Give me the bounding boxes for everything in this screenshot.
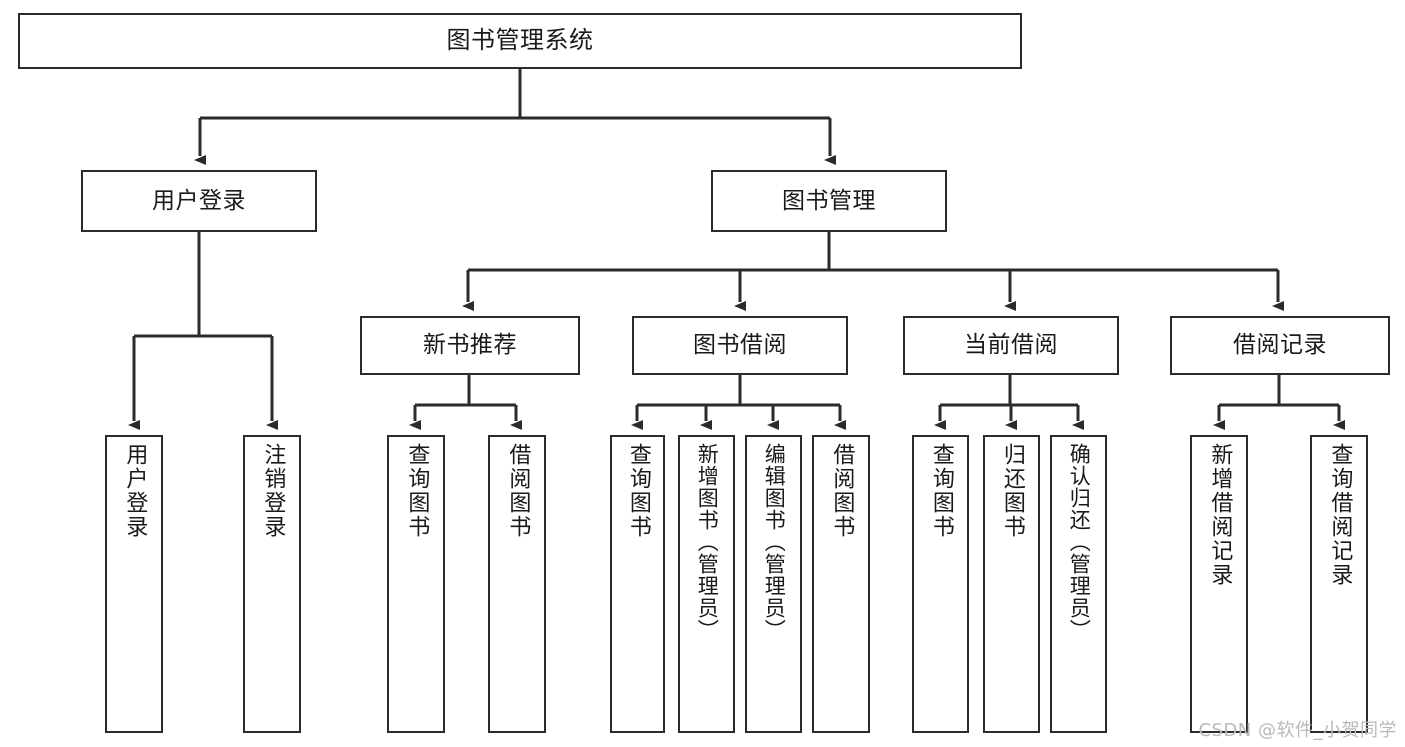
leaf-borrow-lend-book-label: 借阅图书 <box>829 443 855 539</box>
node-new-book-recommend[interactable]: 新书推荐 <box>360 316 580 375</box>
leaf-newbook-borrow-book-label: 借阅图书 <box>505 443 531 539</box>
node-current-borrow[interactable]: 当前借阅 <box>903 316 1119 375</box>
leaf-borrow-edit-book-admin-label: 编辑图书（管理员） <box>762 443 787 641</box>
leaf-user-logout-label: 注销登录 <box>260 443 286 539</box>
node-book-management-module[interactable]: 图书管理 <box>711 170 947 232</box>
node-book-management-module-label: 图书管理 <box>782 187 876 214</box>
leaf-user-logout[interactable]: 注销登录 <box>243 435 301 733</box>
leaf-borrow-add-book-admin[interactable]: 新增图书（管理员） <box>678 435 735 733</box>
leaf-borrow-lend-book[interactable]: 借阅图书 <box>812 435 870 733</box>
leaf-current-confirm-return-admin[interactable]: 确认归还（管理员） <box>1050 435 1107 733</box>
leaf-borrow-query-book-label: 查询图书 <box>625 443 651 539</box>
leaf-newbook-borrow-book[interactable]: 借阅图书 <box>488 435 546 733</box>
leaf-borrow-edit-book-admin[interactable]: 编辑图书（管理员） <box>745 435 802 733</box>
leaf-record-add-record-label: 新增借阅记录 <box>1207 443 1233 587</box>
leaf-borrow-query-book[interactable]: 查询图书 <box>610 435 665 733</box>
leaf-record-add-record[interactable]: 新增借阅记录 <box>1190 435 1248 733</box>
leaf-user-login-label: 用户登录 <box>122 443 148 539</box>
leaf-record-query-record-label: 查询借阅记录 <box>1327 443 1353 587</box>
node-borrow-record-label: 借阅记录 <box>1233 332 1327 359</box>
node-new-book-recommend-label: 新书推荐 <box>423 332 517 359</box>
leaf-current-query-book-label: 查询图书 <box>928 443 954 539</box>
leaf-current-query-book[interactable]: 查询图书 <box>912 435 969 733</box>
node-root[interactable]: 图书管理系统 <box>18 13 1022 69</box>
leaf-record-query-record[interactable]: 查询借阅记录 <box>1310 435 1368 733</box>
leaf-user-login[interactable]: 用户登录 <box>105 435 163 733</box>
node-borrow-record[interactable]: 借阅记录 <box>1170 316 1390 375</box>
leaf-current-confirm-return-admin-label: 确认归还（管理员） <box>1067 443 1092 641</box>
node-book-borrow-label: 图书借阅 <box>693 332 787 359</box>
leaf-newbook-query-book[interactable]: 查询图书 <box>387 435 445 733</box>
leaf-borrow-add-book-admin-label: 新增图书（管理员） <box>695 443 720 641</box>
node-book-borrow[interactable]: 图书借阅 <box>632 316 848 375</box>
node-root-label: 图书管理系统 <box>446 26 594 55</box>
node-user-login-module[interactable]: 用户登录 <box>81 170 317 232</box>
node-current-borrow-label: 当前借阅 <box>964 332 1058 359</box>
leaf-current-return-book[interactable]: 归还图书 <box>983 435 1040 733</box>
leaf-current-return-book-label: 归还图书 <box>999 443 1025 539</box>
leaf-newbook-query-book-label: 查询图书 <box>404 443 430 539</box>
node-user-login-module-label: 用户登录 <box>152 187 246 214</box>
